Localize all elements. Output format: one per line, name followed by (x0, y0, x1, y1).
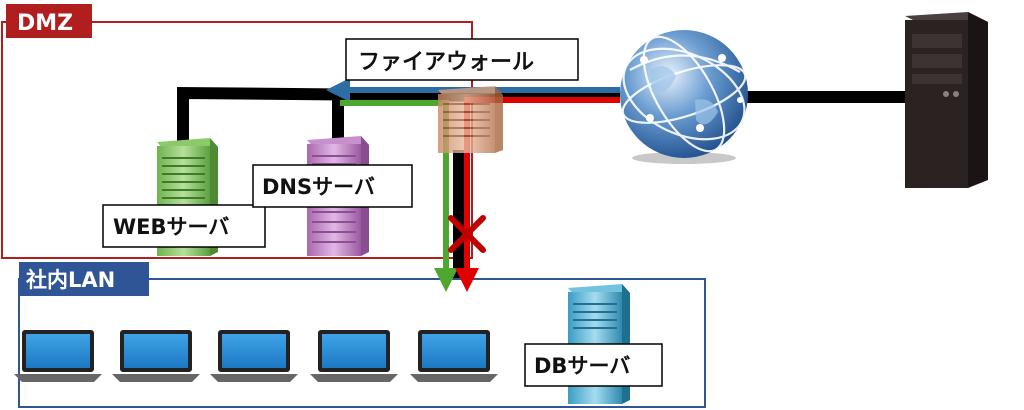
db-server-label-box: DBサーバ (524, 343, 663, 387)
firewall-icon (438, 86, 503, 153)
laptop-icon (210, 330, 298, 382)
dns-server-label: DNSサーバ (262, 175, 375, 199)
laptops-group (14, 330, 498, 382)
web-server-label: WEBサーバ (113, 215, 229, 239)
laptop-icon (410, 330, 498, 382)
laptop-icon (310, 330, 398, 382)
tower-server-icon (905, 12, 988, 188)
laptop-icon (14, 330, 102, 382)
firewall-label-box: ファイアウォール (345, 38, 579, 81)
db-server-label: DBサーバ (534, 354, 630, 378)
firewall-label: ファイアウォール (358, 50, 534, 75)
dmz-zone: DMZ (1, 4, 473, 259)
cross-icon (448, 215, 486, 253)
laptop-icon (112, 330, 200, 382)
lan-label: 社内LAN (25, 268, 115, 292)
globe-icon (620, 30, 748, 164)
web-server-label-box: WEBサーバ (102, 204, 266, 248)
dmz-label: DMZ (17, 11, 73, 36)
dns-server-label-box: DNSサーバ (252, 164, 413, 208)
lan-zone: 社内LAN (18, 262, 706, 408)
